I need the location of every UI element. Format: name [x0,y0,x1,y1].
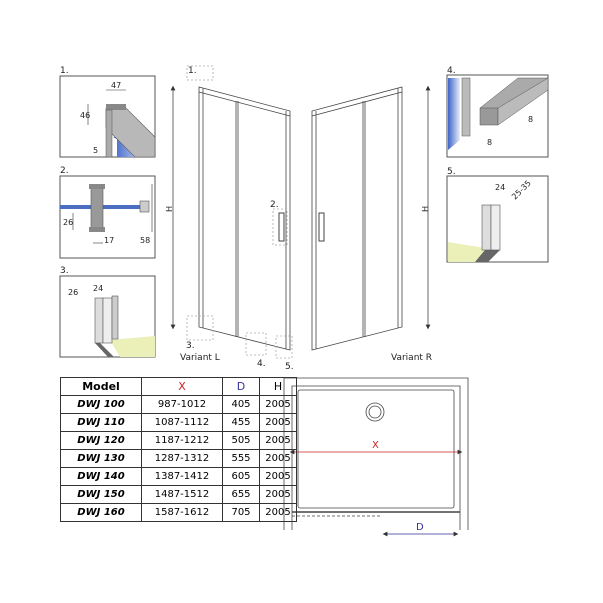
dim-8-height: 8 [528,115,533,124]
dim-5: 5 [93,146,98,155]
plan-x-label: X [372,440,379,451]
callout-5: 5. [285,362,294,372]
variant-r-h-label: H [421,206,430,212]
d-cell: 455 [222,413,260,432]
variant-l-door [170,65,293,359]
x-cell: 1487-1512 [141,485,223,504]
h-cell: 2005 [259,413,297,432]
model-cell: DWJ 140 [60,467,142,486]
dim-8-width: 8 [487,138,492,147]
d-cell: 505 [222,431,260,450]
callout-3: 3. [186,341,195,351]
h-cell: 2005 [259,431,297,450]
variant-l-label: Variant L [180,353,220,363]
h-cell: 2005 [259,503,297,522]
variant-r-label: Variant R [391,353,432,363]
detail-4-label: 4. [447,66,456,76]
dim-17: 17 [104,236,114,245]
d-cell: 555 [222,449,260,468]
x-cell: 1087-1112 [141,413,223,432]
model-cell: DWJ 100 [60,395,142,414]
table-header: Model X D H [60,377,297,396]
x-cell: 1187-1212 [141,431,223,450]
plan-view [283,377,469,537]
detail-4-bottom-seal: 4. 8 8 [446,66,549,158]
x-cell: 1287-1312 [141,449,223,468]
detail-1-top-profile: 1. 47 46 5 [59,66,156,158]
variant-l-h-label: H [165,206,174,212]
model-cell: DWJ 110 [60,413,142,432]
d-cell: 655 [222,485,260,504]
callout-2: 2. [270,200,279,210]
detail-5-wall-profile: 5. 24 25-35 [446,167,549,263]
h-cell: 2005 [259,467,297,486]
h-cell: 2005 [259,485,297,504]
d-cell: 705 [222,503,260,522]
x-cell: 1387-1412 [141,467,223,486]
plan-d-label: D [416,522,424,533]
model-cell: DWJ 130 [60,449,142,468]
model-cell: DWJ 160 [60,503,142,522]
callout-1: 1. [188,66,197,76]
model-cell: DWJ 150 [60,485,142,504]
detail-2-label: 2. [60,166,69,176]
detail-5-label: 5. [447,167,456,177]
h-cell: 2005 [259,449,297,468]
detail-2-handle: 2. 26 17 58 [59,166,156,259]
dim-26: 26 [63,218,73,227]
dim-46: 46 [80,111,90,120]
dim-47: 47 [111,81,121,90]
model-cell: DWJ 120 [60,431,142,450]
header-h: H [259,377,297,396]
detail-3-label: 3. [60,266,69,276]
header-x: X [141,377,223,396]
x-cell: 1587-1612 [141,503,223,522]
header-d: D [222,377,260,396]
dim-24: 24 [93,284,103,293]
detail-3-wall-profile: 3. 26 24 [59,266,156,358]
x-cell: 987-1012 [141,395,223,414]
callout-4: 4. [257,359,266,369]
dim-58: 58 [140,236,150,245]
dim-26b: 26 [68,288,78,297]
d-cell: 605 [222,467,260,486]
d-cell: 405 [222,395,260,414]
h-cell: 2005 [259,395,297,414]
variant-r-door [311,85,431,351]
detail-1-label: 1. [60,66,69,76]
header-model: Model [60,377,142,396]
dim-24b: 24 [495,183,505,192]
